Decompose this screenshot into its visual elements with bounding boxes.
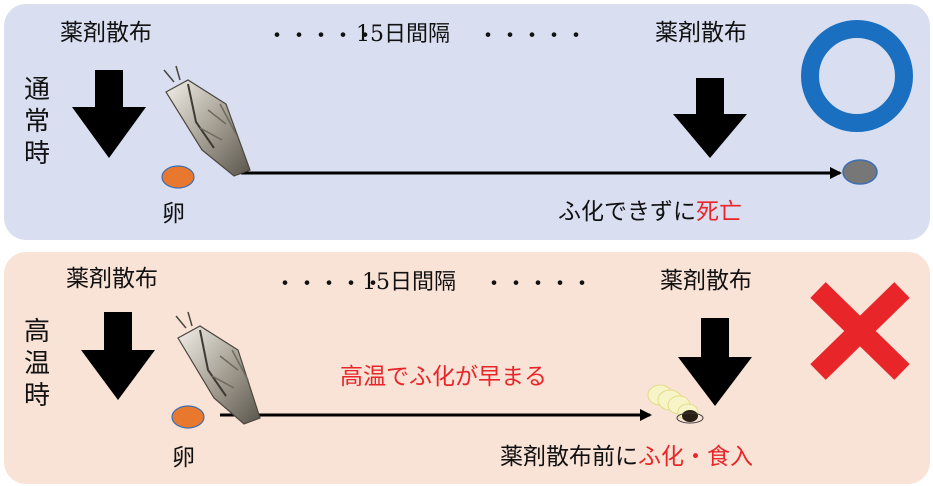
high-temp-label-char: 温: [23, 349, 50, 379]
normal-label-char: 時: [23, 139, 50, 169]
normal-spray-label-right: 薬剤散布: [655, 20, 747, 46]
high-temp-outcome-prefix: 薬剤散布前に: [500, 444, 638, 470]
high-temp-label-char: 高: [23, 317, 50, 347]
spray-arrow-icon: [72, 70, 146, 158]
normal-interval-dots-left: ・・・・・: [266, 24, 377, 49]
dead-egg-icon: [842, 159, 878, 185]
high-temp-label-char: 時: [23, 381, 50, 411]
spray-arrow-icon: [81, 312, 155, 400]
egg-icon: [161, 165, 195, 189]
high-temp-interval-dots-left: ・・・・・: [274, 272, 385, 297]
normal-interval-dots-right: ・・・・・: [477, 24, 588, 49]
high-temp-outcome-highlight: ふ化・食入: [638, 444, 753, 470]
high-temp-spray-label-right: 薬剤散布: [660, 268, 752, 294]
normal-label-char: 通: [23, 75, 50, 105]
normal-condition-label: 通 常 時: [22, 74, 52, 170]
normal-egg-label: 卵: [162, 201, 185, 227]
spray-arrow-icon: [673, 78, 747, 158]
normal-label-char: 常: [23, 107, 50, 137]
high-temp-condition-panel: [4, 252, 930, 484]
high-temp-interval-dots-right: ・・・・・: [483, 272, 594, 297]
normal-spray-label-left: 薬剤散布: [60, 20, 152, 46]
high-temp-egg-label: 卵: [172, 445, 195, 471]
high-temp-spray-label-left: 薬剤散布: [66, 266, 158, 292]
normal-outcome-prefix: ふ化できずに: [558, 199, 696, 225]
high-temp-outcome: 薬剤散布前にふ化・食入: [500, 446, 753, 469]
fail-cross-icon: [810, 282, 910, 380]
high-temp-interval-label: 15日間隔: [362, 270, 456, 295]
spray-arrow-icon: [678, 318, 752, 406]
normal-interval-label: 15日間隔: [356, 22, 450, 47]
normal-outcome: ふ化できずに死亡: [558, 201, 742, 224]
early-hatch-note: 高温でふ化が早まる: [340, 364, 547, 390]
moth-icon: [163, 65, 251, 177]
success-ring-icon: [801, 20, 913, 132]
high-temp-condition-label: 高 温 時: [22, 316, 52, 412]
larva-icon: [647, 384, 704, 424]
normal-condition-panel: [4, 4, 930, 240]
egg-icon: [171, 405, 205, 429]
moth-icon: [175, 311, 261, 425]
normal-outcome-highlight: 死亡: [696, 199, 742, 225]
